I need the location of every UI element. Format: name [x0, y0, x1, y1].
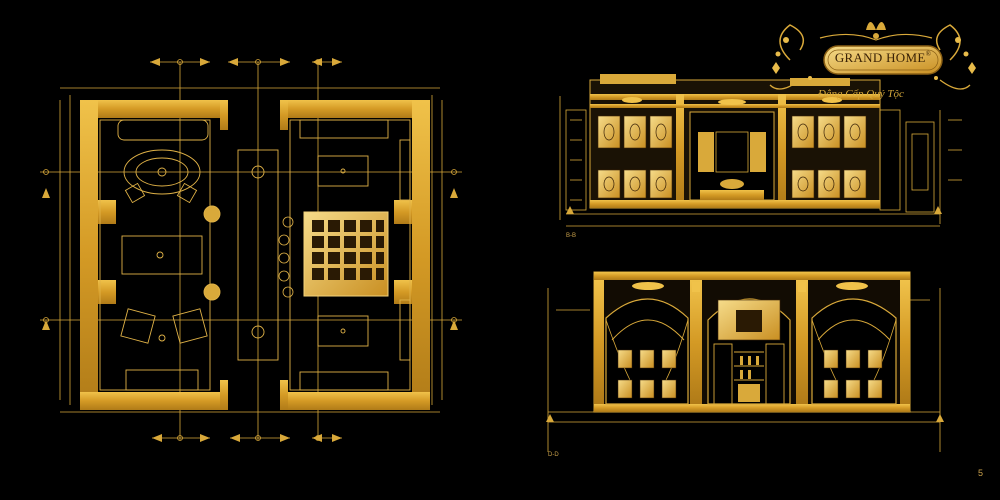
elevation-d	[546, 271, 944, 452]
brand-tagline: Đẳng Cấp Quý Tộc	[818, 88, 904, 100]
section-label-b: B-B	[566, 233, 577, 239]
floor-plan-walls	[80, 100, 430, 410]
floor-plan	[40, 58, 462, 442]
section-label-d: D-D	[548, 452, 559, 458]
floor-plan-furniture	[99, 119, 411, 391]
elevation-b	[559, 74, 962, 227]
registered-mark: ®	[925, 50, 932, 58]
brand-name-text: GRAND HOME	[834, 50, 926, 65]
brand-logo-ornament	[769, 22, 976, 90]
dining-table	[278, 211, 389, 298]
brand-name: GRAND HOME®	[826, 50, 940, 70]
page-number: 5	[978, 468, 984, 478]
